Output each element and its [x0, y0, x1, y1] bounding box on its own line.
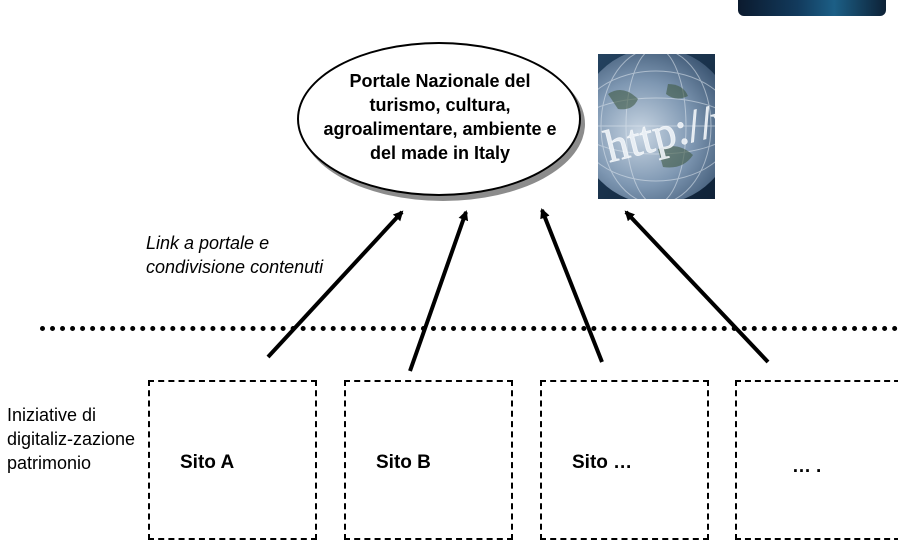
- arrow-site-d: [624, 210, 770, 364]
- portal-ellipse: [297, 42, 581, 196]
- site-label-a: Sito A: [180, 452, 235, 473]
- globe-http-image: http://w: [598, 54, 715, 199]
- corner-image: [738, 0, 886, 16]
- portal-title: Portale Nazionale del turismo, cultura, …: [323, 71, 557, 163]
- initiative-row-label: Iniziative di digitaliz-zazione patrimon…: [7, 405, 136, 473]
- site-label-d: ….: [792, 456, 827, 477]
- arrow-site-b: [408, 210, 469, 372]
- link-annotation: Link a portale e condivisione contenuti: [146, 233, 324, 277]
- site-label-b: Sito B: [376, 452, 431, 473]
- dotted-separator: [40, 326, 898, 331]
- site-label-c: Sito …: [572, 452, 633, 473]
- arrow-site-c: [540, 208, 604, 363]
